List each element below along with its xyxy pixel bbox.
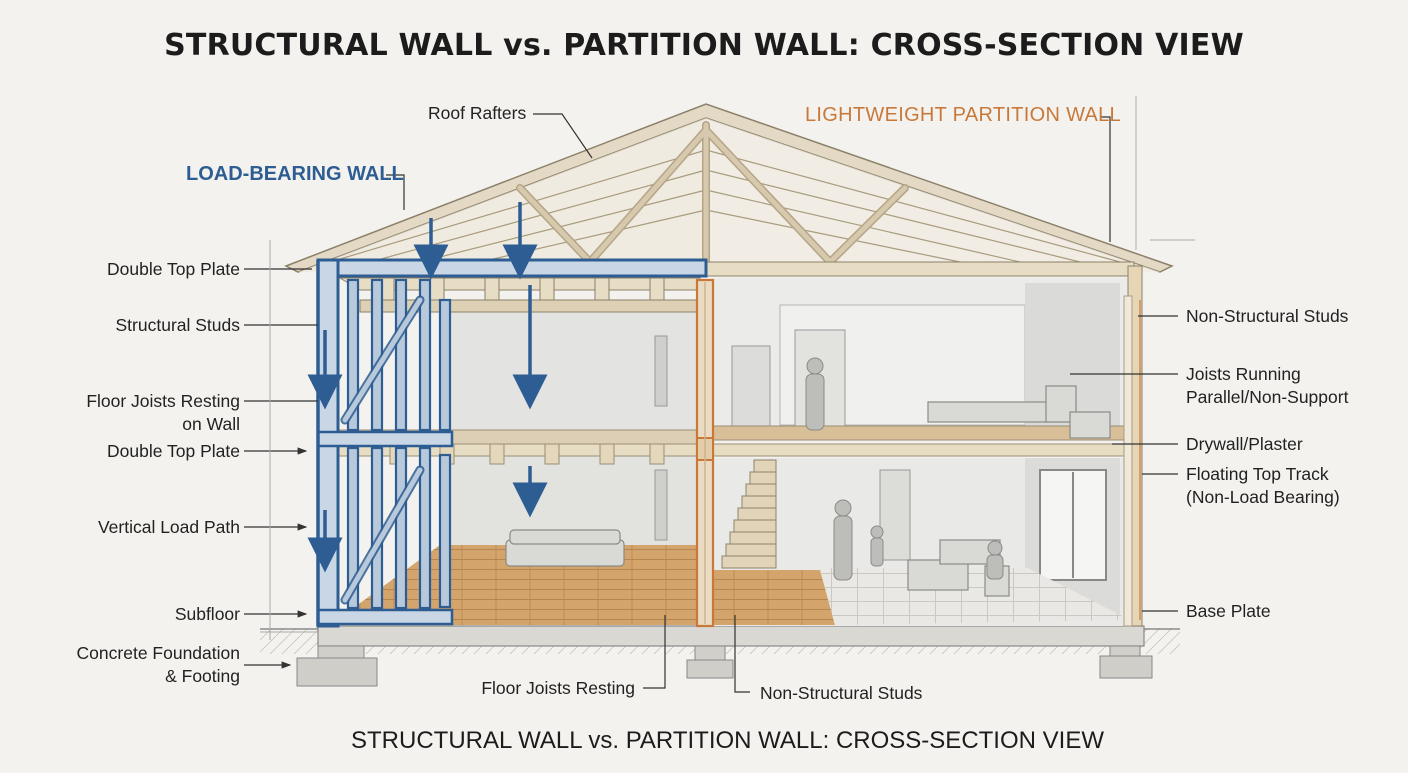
label-floating-top-track: Floating Top Track (Non-Load Bearing) [1186,464,1340,507]
load-bearing-heading: LOAD-BEARING WALL [186,163,404,185]
label-double-top-plate-upper: Double Top Plate [107,259,240,279]
page-title: STRUCTURAL WALL vs. PARTITION WALL: CROS… [164,28,1244,63]
roof [284,103,1174,277]
load-bearing-wall-frame [316,258,708,628]
label-vertical-load-path: Vertical Load Path [97,517,240,537]
label-structural-studs: Structural Studs [115,315,241,335]
ceiling-joists [338,277,701,313]
concrete-foundation [296,625,1153,687]
load-path-arrows [307,202,548,573]
reference-lines [260,96,1195,640]
label-subfloor: Subfloor [174,604,240,624]
leader-lines [244,113,1178,693]
label-double-top-plate-lower: Double Top Plate [107,441,240,461]
label-drywall: Drywall/Plaster [1186,434,1303,454]
people-silhouettes [805,357,1004,581]
right-exterior-wall [1123,265,1143,627]
label-base-plate: Base Plate [1186,601,1271,621]
label-roof-rafters: Roof Rafters [428,103,527,123]
label-non-structural-studs-right: Non-Structural Studs [1186,306,1349,326]
page-subtitle: STRUCTURAL WALL vs. PARTITION WALL: CROS… [351,727,1104,754]
label-floor-joists-resting: Floor Joists Resting [481,678,635,698]
label-non-structural-studs-bottom: Non-Structural Studs [760,683,923,703]
label-concrete-foundation: Concrete Foundation & Footing [76,643,240,686]
label-joists-parallel: Joists Running Parallel/Non-Support [1186,364,1349,407]
partition-wall-frame [695,278,715,628]
partition-heading: LIGHTWEIGHT PARTITION WALL [805,104,1121,126]
staircase [721,459,777,569]
label-floor-joists-wall: Floor Joists Resting on Wall [86,391,240,434]
